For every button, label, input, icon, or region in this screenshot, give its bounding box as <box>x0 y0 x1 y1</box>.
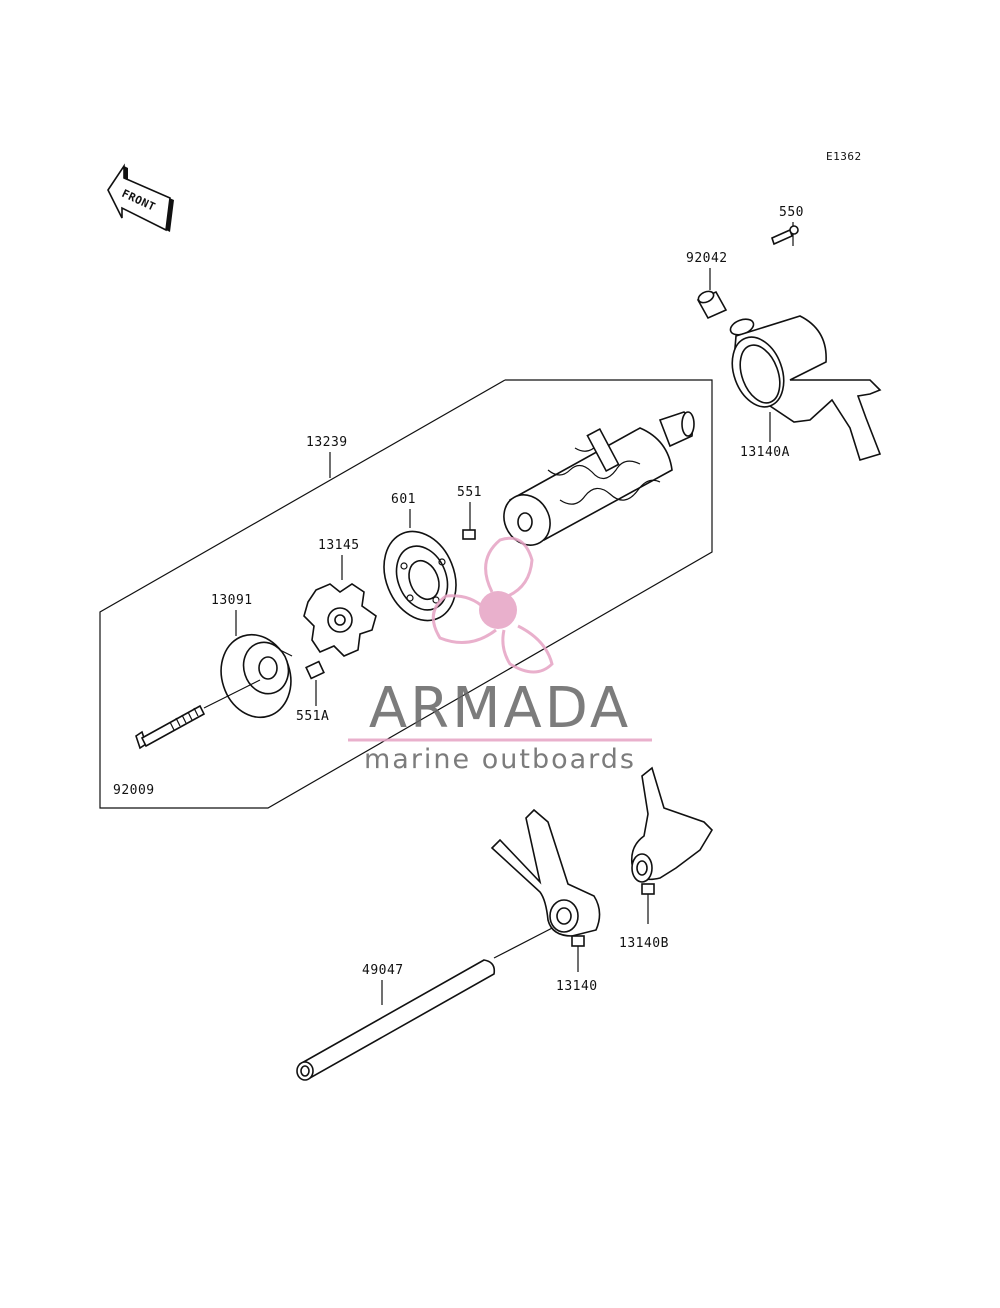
label-92009: 92009 <box>113 783 155 798</box>
label-13091: 13091 <box>211 593 253 608</box>
shift-fork-13140b <box>630 766 714 895</box>
label-13140b: 13140B <box>619 936 669 951</box>
cam-plate-13091 <box>220 633 293 719</box>
label-551: 551 <box>457 485 482 500</box>
shift-fork-13140 <box>490 808 601 947</box>
star-plate-13145 <box>303 583 377 657</box>
assembly-bracket <box>99 379 713 809</box>
diagram-ref-code: E1362 <box>826 150 862 163</box>
watermark-tagline: marine outboards <box>364 744 636 775</box>
pin-550 <box>771 225 799 246</box>
roller-92042 <box>696 290 728 320</box>
shaft-49047 <box>296 959 496 1081</box>
watermark-brand: ARMADA <box>369 676 631 741</box>
label-13239: 13239 <box>306 435 348 450</box>
shift-fork-13140a <box>729 315 882 461</box>
label-13145: 13145 <box>318 538 360 553</box>
propeller-logo-icon <box>431 536 554 674</box>
label-550: 550 <box>779 205 804 220</box>
label-601: 601 <box>391 492 416 507</box>
propeller-hub <box>479 591 517 629</box>
pin-551 <box>462 529 476 540</box>
label-92042: 92042 <box>686 251 728 266</box>
label-13140: 13140 <box>556 979 598 994</box>
shift-drum <box>503 411 695 546</box>
label-551a: 551A <box>296 709 329 724</box>
bearing-601 <box>383 530 457 622</box>
bolt-92009 <box>135 704 206 750</box>
armada-logo: ARMADA marine outboards <box>348 536 652 775</box>
label-13140a: 13140A <box>740 445 790 460</box>
pin-551a <box>305 660 325 680</box>
front-arrow-icon: FRONT <box>107 163 174 232</box>
label-49047: 49047 <box>362 963 404 978</box>
